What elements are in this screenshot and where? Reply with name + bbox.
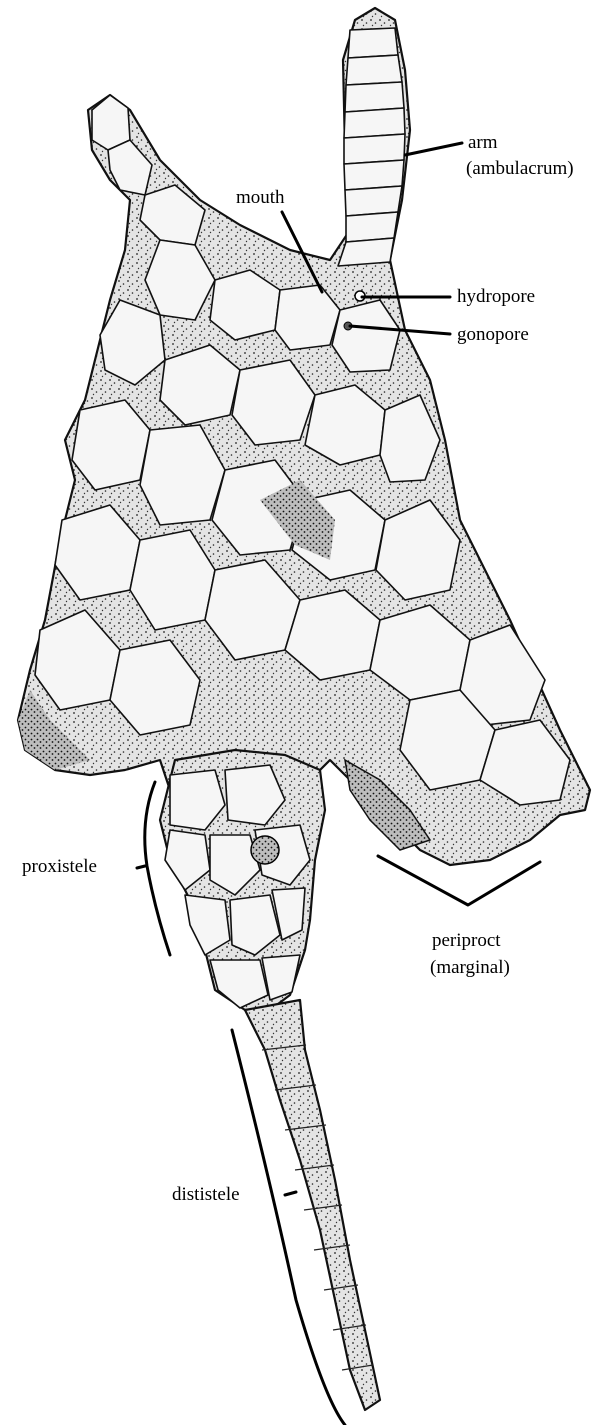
label-hydropore: hydropore — [457, 286, 535, 307]
arm-leader — [405, 143, 462, 155]
label-proxistele: proxistele — [22, 856, 97, 877]
stele-lumen — [251, 836, 279, 864]
label-marginal: (marginal) — [430, 957, 510, 978]
label-ambulacrum: (ambulacrum) — [466, 158, 574, 179]
label-gonopore: gonopore — [457, 324, 529, 345]
right-arm — [338, 28, 405, 266]
label-dististele: dististele — [172, 1184, 240, 1205]
label-periproct: periproct — [432, 930, 501, 951]
dististele-leader — [285, 1192, 296, 1195]
label-mouth: mouth — [236, 187, 285, 208]
proxistele-leader — [137, 866, 145, 868]
label-arm: arm — [468, 132, 498, 153]
